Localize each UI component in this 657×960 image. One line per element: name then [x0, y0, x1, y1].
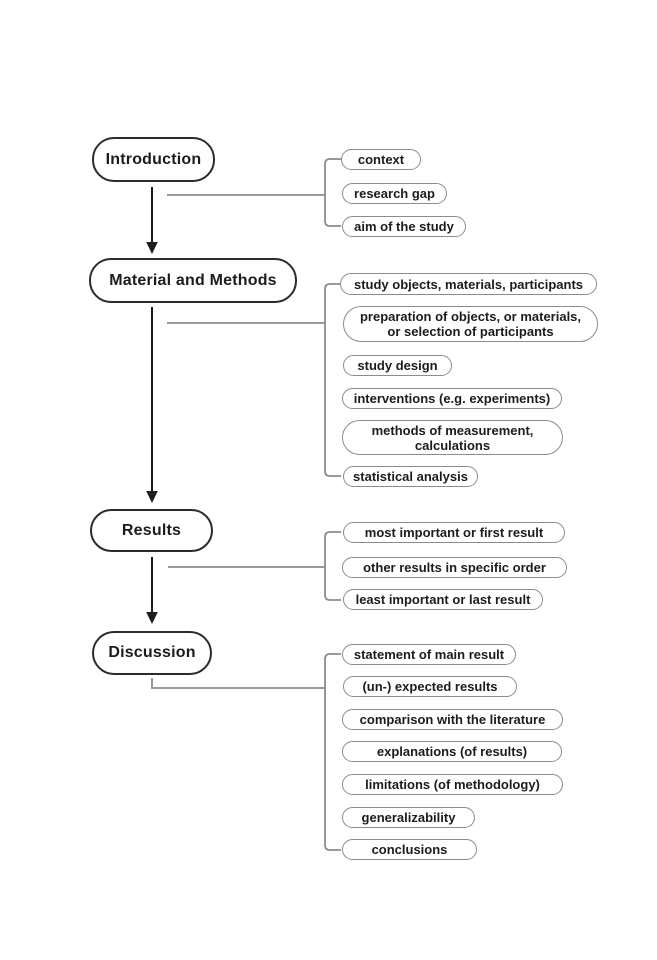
item-study-objects-materials-participants: study objects, materials, participants [340, 273, 597, 295]
item-limitations-of-methodology: limitations (of methodology) [342, 774, 563, 795]
item-conclusions: conclusions [342, 839, 477, 860]
item-statement-of-main-result: statement of main result [342, 644, 516, 665]
item-aim-of-the-study: aim of the study [342, 216, 466, 237]
arrow-methods-to-results [146, 307, 158, 503]
section-box-results: Results [90, 509, 213, 552]
item-generalizability: generalizability [342, 807, 475, 828]
section-box-introduction: Introduction [92, 137, 215, 182]
item-interventions: interventions (e.g. experiments) [342, 388, 562, 409]
connector-discussion-elbow [151, 678, 325, 689]
arrow-introduction-to-methods [146, 187, 158, 254]
bracket-discussion [324, 653, 341, 851]
item-least-important-or-last-result: least important or last result [343, 589, 543, 610]
bracket-introduction [324, 158, 341, 227]
item-study-design: study design [343, 355, 452, 376]
item-explanations-of-results: explanations (of results) [342, 741, 562, 762]
arrow-results-to-discussion [146, 557, 158, 624]
item-statistical-analysis: statistical analysis [343, 466, 478, 487]
item-other-results-in-specific-order: other results in specific order [342, 557, 567, 578]
item-research-gap: research gap [342, 183, 447, 204]
item-preparation-or-selection: preparation of objects, or materials, or… [343, 306, 598, 342]
item-un-expected-results: (un-) expected results [343, 676, 517, 697]
item-methods-of-measurement-calculations: methods of measurement, calculations [342, 420, 563, 455]
bracket-methods [324, 283, 341, 477]
item-context: context [341, 149, 421, 170]
bracket-results [324, 531, 341, 601]
section-box-discussion: Discussion [92, 631, 212, 675]
section-box-material-and-methods: Material and Methods [89, 258, 297, 303]
item-most-important-or-first-result: most important or first result [343, 522, 565, 543]
item-comparison-with-the-literature: comparison with the literature [342, 709, 563, 730]
